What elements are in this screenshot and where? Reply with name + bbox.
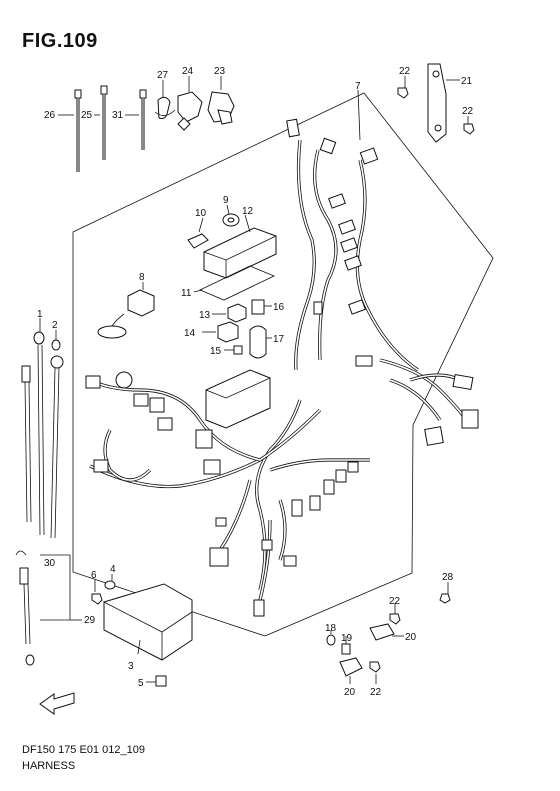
part-11-gasket[interactable] bbox=[199, 265, 275, 301]
part-2-battery-cable[interactable] bbox=[50, 339, 64, 539]
part-22-bolt-right[interactable] bbox=[463, 123, 475, 135]
figure-title: FIG.109 bbox=[22, 30, 98, 52]
part-3-bracket[interactable] bbox=[103, 583, 193, 661]
callout-16: 16 bbox=[273, 302, 285, 313]
part-25-cable-tie[interactable] bbox=[100, 85, 108, 160]
part-29-cable[interactable] bbox=[15, 365, 35, 666]
forward-arrow-icon bbox=[39, 692, 75, 715]
callout-4: 4 bbox=[110, 564, 116, 575]
callout-25: 25 bbox=[81, 110, 93, 121]
callout-28: 28 bbox=[442, 572, 454, 583]
part-23-clip[interactable] bbox=[207, 76, 235, 125]
callout-5: 5 bbox=[138, 678, 144, 689]
callout-31: 31 bbox=[112, 110, 124, 121]
part-4-washer[interactable] bbox=[104, 580, 116, 590]
callout-6: 6 bbox=[91, 570, 97, 581]
part-22-bolt-top[interactable] bbox=[397, 87, 409, 99]
callout-19: 19 bbox=[341, 633, 353, 644]
part-16-relay[interactable] bbox=[251, 299, 265, 315]
callout-14: 14 bbox=[184, 328, 196, 339]
callout-7: 7 bbox=[355, 81, 361, 92]
part-5-nut[interactable] bbox=[155, 675, 167, 687]
part-10-clip[interactable] bbox=[187, 233, 209, 249]
callout-9: 9 bbox=[223, 195, 229, 206]
callout-3: 3 bbox=[128, 661, 134, 672]
part-8-cap[interactable] bbox=[97, 289, 155, 339]
callout-23: 23 bbox=[214, 66, 226, 77]
part-9-grommet[interactable] bbox=[222, 213, 240, 227]
part-20-clamp-lower[interactable] bbox=[339, 657, 363, 677]
callout-20-lower: 20 bbox=[344, 687, 356, 698]
callout-24: 24 bbox=[182, 66, 194, 77]
part-24-clip[interactable] bbox=[177, 76, 203, 131]
part-12-relay-box[interactable] bbox=[203, 227, 277, 279]
assembly-outline bbox=[72, 92, 494, 637]
part-1-battery-cable[interactable] bbox=[33, 331, 45, 536]
callout-1: 1 bbox=[37, 309, 43, 320]
part-14-relay[interactable] bbox=[217, 321, 239, 343]
callout-27: 27 bbox=[157, 70, 169, 81]
part-17-cover[interactable] bbox=[249, 325, 267, 359]
part-26-cable-tie[interactable] bbox=[74, 89, 82, 172]
callout-17: 17 bbox=[273, 334, 285, 345]
callout-22-top: 22 bbox=[399, 66, 411, 77]
callout-26: 26 bbox=[44, 110, 56, 121]
callout-12: 12 bbox=[242, 206, 254, 217]
part-31-cable-tie[interactable] bbox=[139, 89, 147, 150]
callout-20-upper: 20 bbox=[405, 632, 417, 643]
callout-13: 13 bbox=[199, 310, 211, 321]
part-19-bushing[interactable] bbox=[341, 643, 351, 655]
callout-8: 8 bbox=[139, 272, 145, 283]
callout-22-lower: 22 bbox=[370, 687, 382, 698]
callout-11: 11 bbox=[181, 288, 192, 299]
callout-21: 21 bbox=[461, 76, 473, 87]
callout-10: 10 bbox=[195, 208, 207, 219]
part-21-bracket[interactable] bbox=[427, 63, 447, 143]
figure-name: HARNESS bbox=[22, 760, 76, 772]
callout-15: 15 bbox=[210, 346, 222, 357]
part-27-clamp[interactable] bbox=[154, 80, 176, 119]
part-18-washer[interactable] bbox=[326, 634, 336, 646]
part-22-bolt-lower[interactable] bbox=[369, 661, 381, 673]
callout-2: 2 bbox=[52, 320, 58, 331]
part-7-main-harness[interactable] bbox=[85, 118, 479, 617]
figure-code: DF150 175 E01 012_109 bbox=[22, 744, 145, 756]
callout-29: 29 bbox=[84, 615, 96, 626]
part-15-fuse[interactable] bbox=[233, 345, 243, 355]
callout-22-upper: 22 bbox=[389, 596, 401, 607]
part-13-relay[interactable] bbox=[227, 303, 247, 323]
part-22-bolt-upper[interactable] bbox=[389, 613, 401, 625]
part-20-clamp-upper[interactable] bbox=[369, 623, 395, 641]
part-6-bolt[interactable] bbox=[91, 593, 103, 605]
part-28-screw[interactable] bbox=[439, 593, 451, 604]
callout-18: 18 bbox=[325, 623, 337, 634]
callout-30: 30 bbox=[44, 558, 56, 569]
callout-22-right: 22 bbox=[462, 106, 474, 117]
